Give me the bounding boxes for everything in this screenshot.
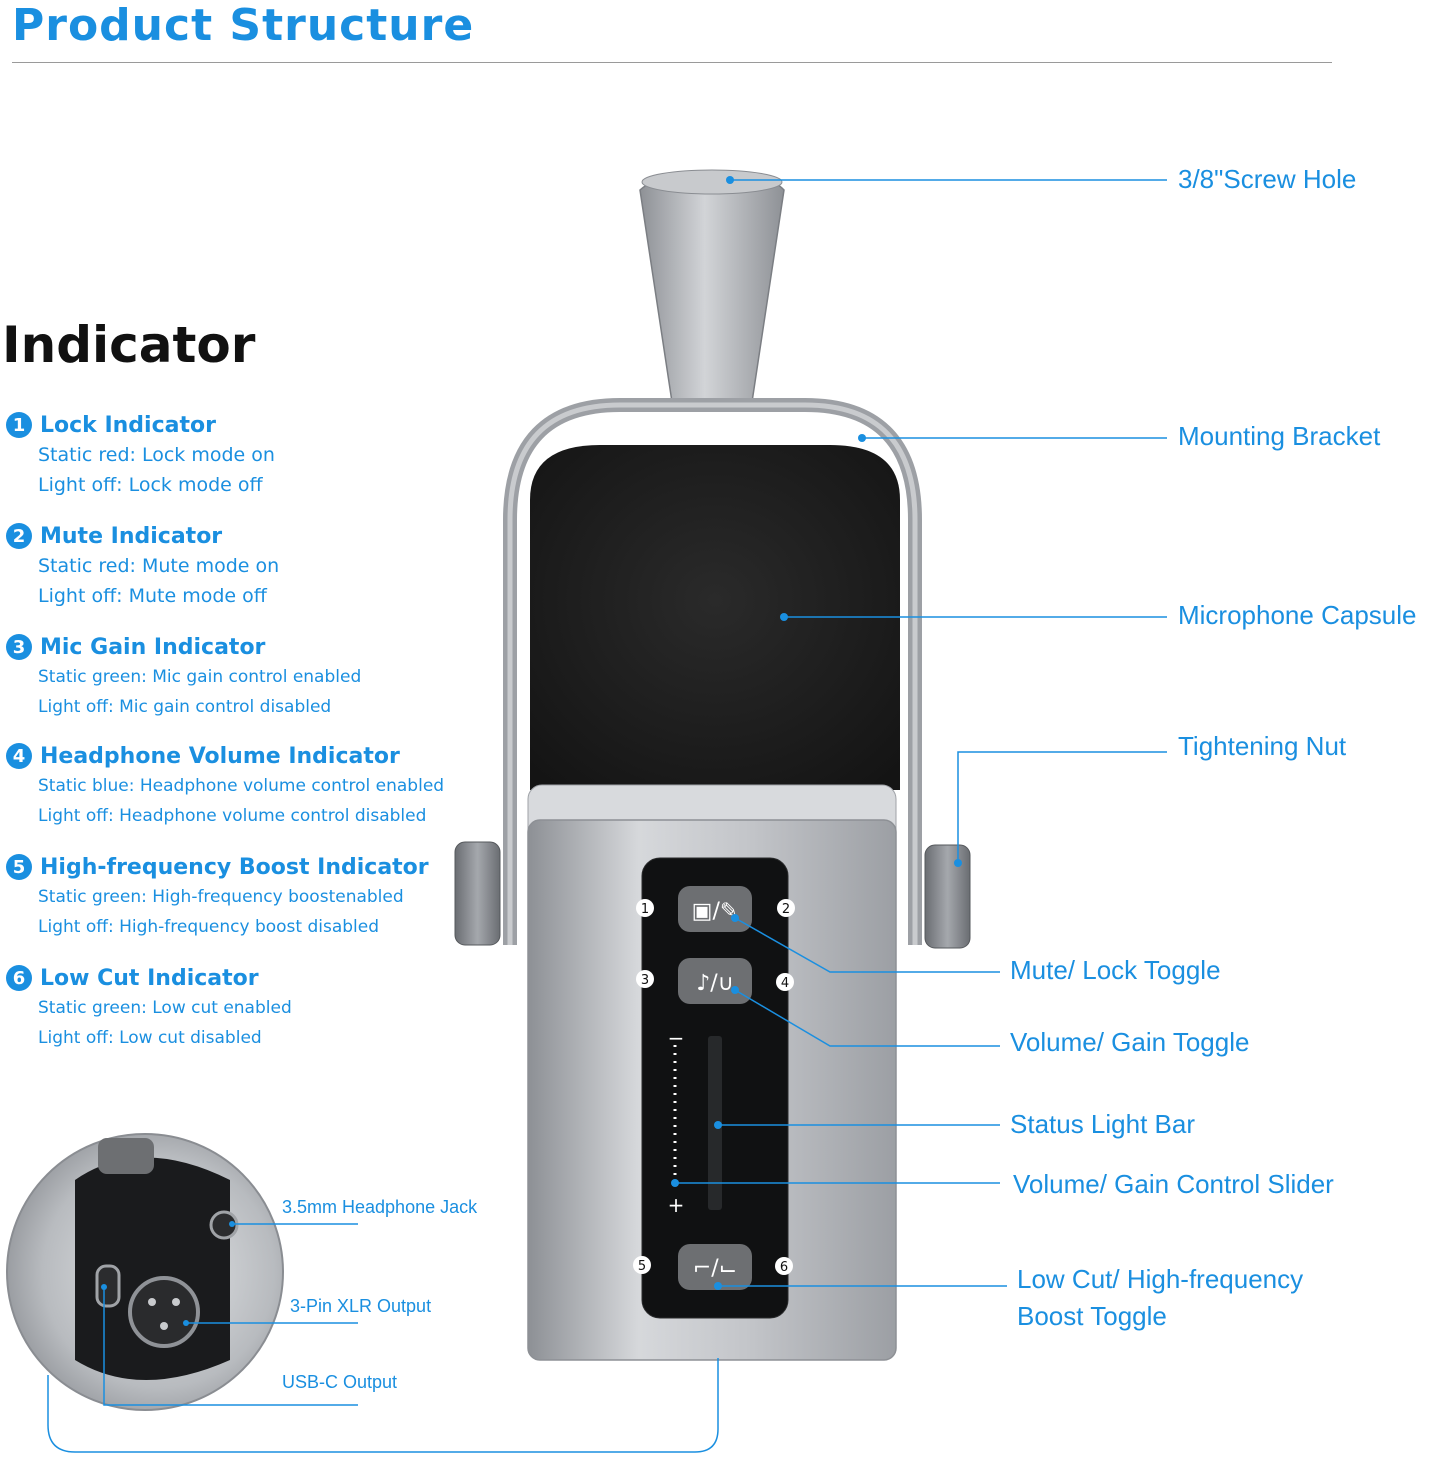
number-badge: 3 — [6, 634, 32, 660]
indicator-item-mute: 2 Mute Indicator Static red: Mute mode on… — [6, 521, 279, 611]
indicator-off-text: Light off: Mic gain control disabled — [38, 697, 332, 717]
indicator-item-low-cut: 6 Low Cut Indicator Static green: Low cut… — [6, 963, 292, 1053]
indicator-name: Mic Gain Indicator — [40, 634, 266, 660]
indicator-item-lock: 1 Lock Indicator Static red: Lock mode on… — [6, 410, 275, 500]
indicator-off-text: Light off: High-frequency boost disabled — [38, 917, 380, 937]
label-xlr-output: 3-Pin XLR Output — [290, 1296, 432, 1316]
panel-number-5: 5 — [638, 1259, 646, 1274]
indicator-name: Low Cut Indicator — [40, 965, 259, 991]
inset-button — [98, 1138, 154, 1174]
low-cut-boost-icon: ⌐/⌙ — [693, 1256, 737, 1281]
label-usb-c-output: USB-C Output — [282, 1372, 398, 1392]
panel-number-1: 1 — [641, 902, 649, 917]
indicator-off-text: Light off: Lock mode off — [38, 474, 263, 496]
label-microphone-capsule: Microphone Capsule — [1178, 600, 1417, 630]
indicator-on-text: Static green: Low cut enabled — [38, 998, 292, 1018]
indicator-on-text: Static red: Lock mode on — [38, 444, 275, 466]
number-badge: 1 — [6, 412, 32, 438]
indicator-item-hf-boost: 5 High-frequency Boost Indicator Static g… — [6, 852, 429, 942]
number-badge: 6 — [6, 965, 32, 991]
headphone-jack-port — [209, 1210, 239, 1240]
indicator-name: Lock Indicator — [40, 412, 216, 438]
indicator-name: High-frequency Boost Indicator — [40, 854, 429, 880]
tightening-nut-right — [924, 844, 971, 949]
label-status-light-bar: Status Light Bar — [1010, 1109, 1195, 1139]
label-control-slider: Volume/ Gain Control Slider — [1013, 1169, 1334, 1199]
label-low-cut-line2: Boost Toggle — [1017, 1301, 1167, 1331]
indicator-on-text: Static blue: Headphone volume control en… — [38, 776, 445, 796]
number-badge: 2 — [6, 523, 32, 549]
indicator-on-text: Static green: High-frequency boostenable… — [38, 887, 404, 907]
indicator-name: Mute Indicator — [40, 523, 223, 549]
indicator-off-text: Light off: Low cut disabled — [38, 1028, 262, 1048]
mute-lock-icon: ▣/✎ — [692, 899, 739, 924]
panel-number-2: 2 — [782, 902, 790, 917]
label-mute-lock-toggle: Mute/ Lock Toggle — [1010, 955, 1221, 985]
panel-number-3: 3 — [641, 973, 649, 988]
indicator-heading: Indicator — [2, 316, 256, 374]
usb-c-port — [95, 1264, 121, 1308]
volume-gain-icon: ♪/∪ — [696, 971, 734, 996]
label-volume-gain-toggle: Volume/ Gain Toggle — [1010, 1027, 1250, 1057]
slider-plus: + — [668, 1193, 685, 1217]
number-badge: 4 — [6, 743, 32, 769]
indicator-off-text: Light off: Headphone volume control disa… — [38, 806, 427, 826]
foam-windscreen — [530, 445, 900, 790]
title-divider — [12, 62, 1332, 63]
screw-mount — [639, 169, 785, 407]
low-cut-boost-button[interactable] — [678, 1244, 752, 1290]
xlr-port — [128, 1276, 200, 1348]
slider-minus: − — [668, 1026, 685, 1050]
label-low-cut-line1: Low Cut/ High-frequency — [1017, 1264, 1304, 1294]
label-headphone-jack: 3.5mm Headphone Jack — [282, 1197, 478, 1217]
label-screw-hole: 3/8"Screw Hole — [1178, 164, 1357, 194]
panel-number-6: 6 — [780, 1260, 788, 1275]
number-badge: 5 — [6, 854, 32, 880]
label-tightening-nut: Tightening Nut — [1178, 731, 1347, 761]
indicator-item-mic-gain: 3 Mic Gain Indicator Static green: Mic ga… — [6, 632, 361, 722]
panel-number-4: 4 — [781, 976, 789, 991]
bottom-view-inset — [6, 1133, 284, 1411]
indicator-item-headphone-volume: 4 Headphone Volume Indicator Static blue:… — [6, 741, 444, 831]
indicator-on-text: Static green: Mic gain control enabled — [38, 667, 362, 687]
label-mounting-bracket: Mounting Bracket — [1178, 421, 1381, 451]
indicator-on-text: Static red: Mute mode on — [38, 555, 280, 577]
page-title: Product Structure — [12, 0, 475, 51]
mounting-bracket — [503, 398, 922, 945]
tightening-nut-left — [454, 841, 501, 946]
leader-lines — [47, 179, 1167, 1453]
indicator-off-text: Light off: Mute mode off — [38, 585, 267, 607]
indicator-name: Headphone Volume Indicator — [40, 743, 400, 769]
